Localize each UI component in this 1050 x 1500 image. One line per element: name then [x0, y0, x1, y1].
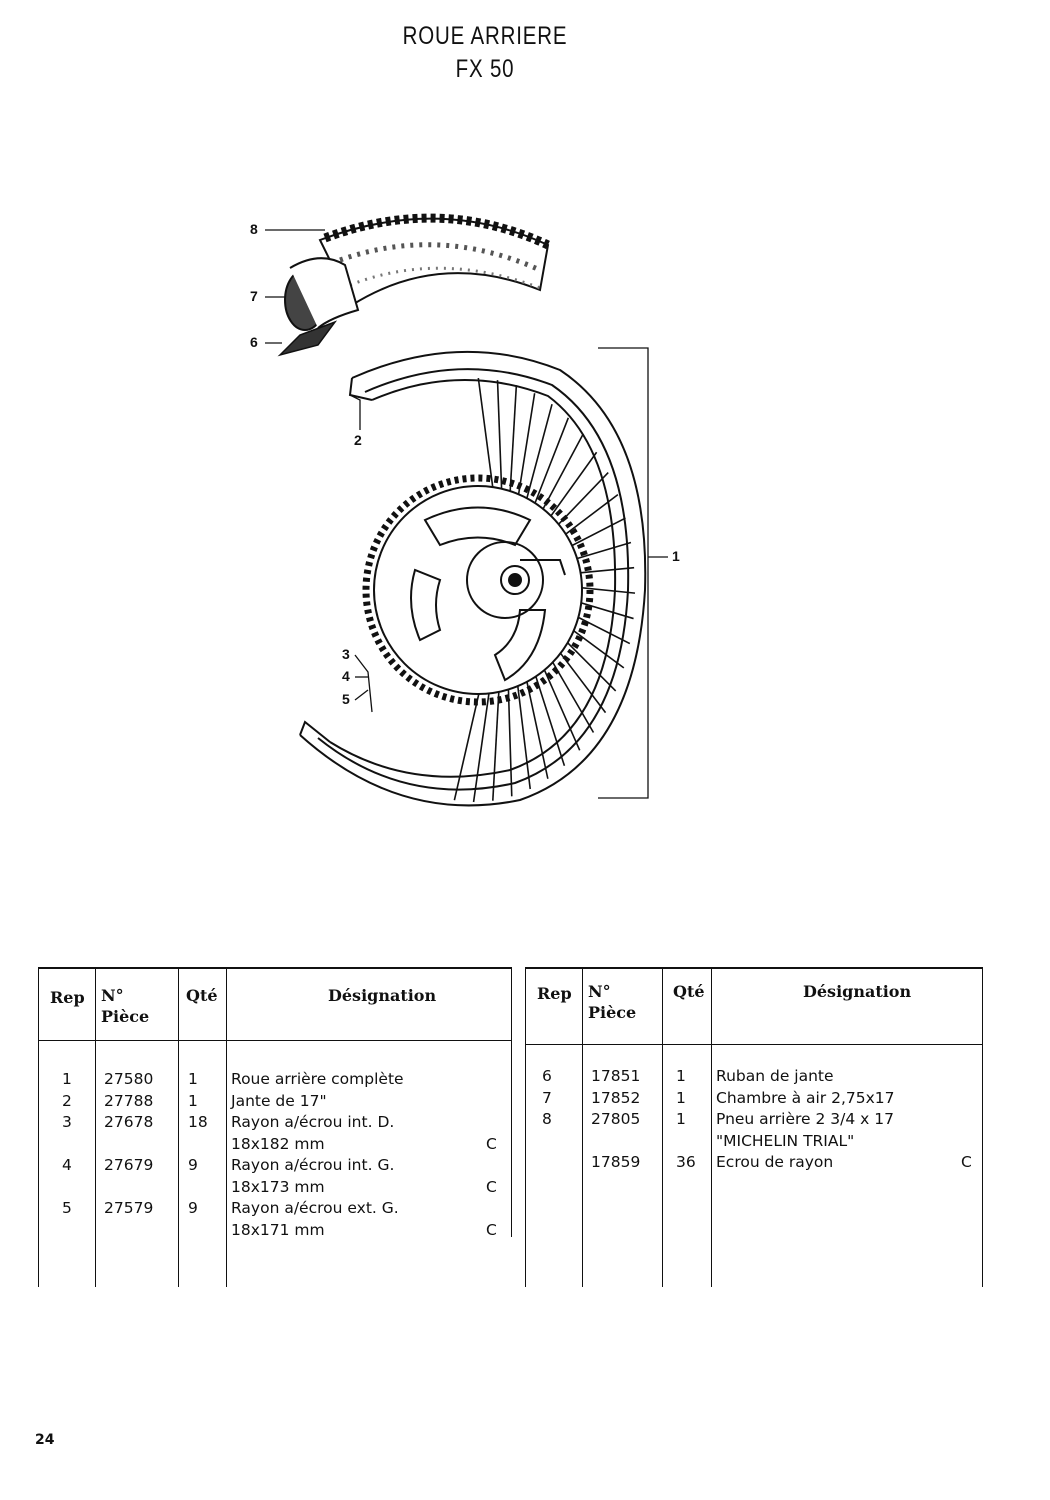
spoke — [477, 377, 494, 490]
cell-designation-cont: 18x171 mm — [231, 1220, 325, 1239]
spoke — [545, 451, 598, 523]
callout-3: 3 — [342, 646, 350, 662]
header-no: N° — [588, 982, 611, 1001]
header-piece: Pièce — [588, 1003, 637, 1022]
cell-piece: 17851 — [591, 1067, 641, 1085]
callout-1: 1 — [672, 548, 680, 564]
cell-designation: Ruban de jante — [716, 1067, 834, 1085]
header-no: N° — [101, 986, 124, 1005]
parts-table-right: Rep N° Pièce Qté Désignation 6 17851 1 Ruba… — [525, 967, 983, 1287]
cell-qte: 1 — [188, 1070, 198, 1088]
cell-rep: 1 — [62, 1070, 72, 1088]
cell-code: C — [486, 1177, 497, 1196]
cell-code: C — [961, 1153, 972, 1171]
spoke — [525, 403, 553, 502]
callout-leader-lines — [265, 229, 668, 799]
cell-qte: 36 — [676, 1153, 696, 1171]
cell-rep: 5 — [62, 1199, 72, 1217]
spoke — [530, 663, 566, 767]
cell-designation-cont: 18x173 mm — [231, 1177, 325, 1196]
spoke — [550, 472, 609, 533]
header-designation: Désignation — [803, 982, 912, 1001]
page-number: 24 — [35, 1432, 55, 1448]
cell-qte: 1 — [188, 1091, 198, 1110]
cell-piece: 17859 — [591, 1153, 641, 1171]
cell-designation: Rayon a/écrou ext. G. — [231, 1199, 399, 1217]
cell-rep: 2 — [62, 1091, 72, 1110]
cell-code: C — [486, 1134, 497, 1153]
spokes-illustration — [453, 377, 636, 803]
page-subtitle: FX 50 — [455, 55, 515, 83]
cell-piece: 17852 — [591, 1088, 641, 1107]
cell-rep: 8 — [542, 1110, 552, 1128]
cell-rep: 4 — [62, 1156, 72, 1174]
cell-qte: 1 — [676, 1067, 686, 1085]
cell-designation: Rayon a/écrou int. D. — [231, 1113, 395, 1131]
header-piece: Pièce — [101, 1007, 150, 1026]
cell-designation: Rayon a/écrou int. G. — [231, 1156, 395, 1174]
cell-designation: Ecrou de rayon — [716, 1153, 834, 1171]
spoke — [472, 679, 492, 803]
callout-2: 2 — [354, 432, 362, 448]
spoke — [509, 385, 518, 493]
cell-qte: 9 — [188, 1156, 198, 1174]
cell-qte: 1 — [676, 1110, 686, 1128]
cell-qte: 9 — [188, 1199, 198, 1217]
cell-qte: 18 — [188, 1113, 208, 1131]
cell-rep: 6 — [542, 1067, 552, 1085]
cell-designation: Pneu arrière 2 3/4 x 17 — [716, 1110, 894, 1128]
callout-4: 4 — [342, 668, 350, 684]
spoke — [496, 380, 503, 491]
callout-7: 7 — [250, 288, 258, 304]
cell-piece: 27678 — [104, 1113, 154, 1131]
cell-piece: 27579 — [104, 1199, 154, 1217]
cell-qte: 1 — [676, 1088, 686, 1107]
header-qte: Qté — [186, 986, 218, 1005]
cell-piece: 27580 — [104, 1070, 154, 1088]
header-rep: Rep — [50, 988, 85, 1007]
spoke — [515, 673, 532, 790]
rim-tape-illustration — [277, 320, 338, 357]
header-rep: Rep — [537, 984, 572, 1003]
spoke — [537, 656, 581, 751]
rim-illustration — [299, 350, 647, 807]
callout-6: 6 — [250, 334, 258, 350]
cell-designation-cont: "MICHELIN TRIAL" — [716, 1131, 855, 1150]
cell-piece: 27788 — [104, 1091, 154, 1110]
callout-5: 5 — [342, 691, 350, 707]
cell-designation-cont: 18x182 mm — [231, 1134, 325, 1153]
cell-code: C — [486, 1220, 497, 1239]
cell-rep: 7 — [542, 1088, 552, 1107]
cell-piece: 27805 — [591, 1110, 641, 1128]
cell-designation: Chambre à air 2,75x17 — [716, 1088, 895, 1107]
header-designation: Désignation — [328, 986, 437, 1005]
rear-wheel-exploded-diagram — [265, 213, 668, 807]
sprocket-illustration — [362, 474, 594, 706]
cell-piece: 27679 — [104, 1156, 154, 1174]
cell-designation: Jante de 17" — [231, 1091, 327, 1110]
inner-tube-illustration — [284, 257, 360, 331]
spoke — [532, 417, 570, 508]
callout-8: 8 — [250, 221, 258, 237]
cell-designation: Roue arrière complète — [231, 1070, 404, 1088]
cell-rep: 3 — [62, 1113, 72, 1131]
parts-table-left: Rep N° Pièce Qté Désignation 1 27580 1 Roue… — [38, 967, 512, 1287]
spoke — [517, 393, 536, 497]
page-title: ROUE ARRIERE — [402, 22, 568, 50]
tire-illustration — [318, 213, 550, 307]
header-qte: Qté — [673, 982, 705, 1001]
